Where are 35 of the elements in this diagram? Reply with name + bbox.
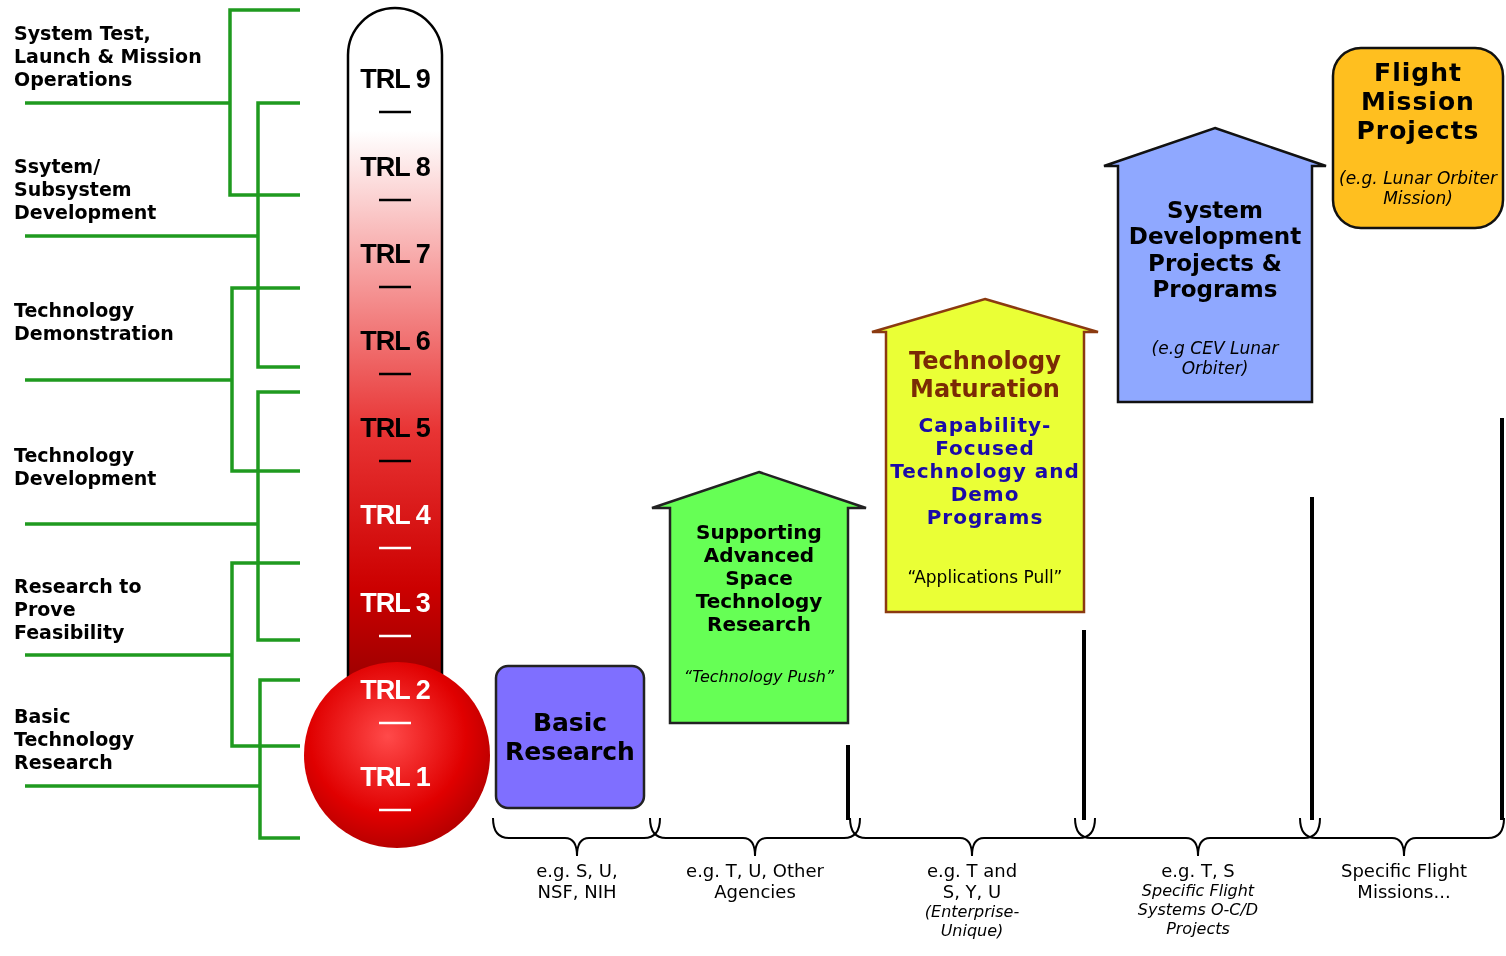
box-subtitle: (e.g. Lunar Orbiter Mission) [1338, 169, 1499, 209]
box-title: Technology Maturation [908, 348, 1062, 404]
box-note: “Applications Pull” [906, 568, 1064, 588]
box-title: Supporting Advanced Space Technology Research [694, 521, 824, 636]
house-arrow-box [1104, 127, 1326, 403]
box-subtitle: “Technology Push” [682, 668, 836, 687]
house-arrow-box [872, 298, 1098, 613]
box-title: Basic Research [504, 709, 636, 767]
level-label: TRL 4 [359, 500, 432, 531]
stage-label: Technology Development [14, 444, 158, 490]
stage-label: Basic Technology Research [14, 705, 136, 774]
level-label: TRL 9 [359, 64, 431, 95]
box-title: System Development Projects & Programs [1127, 197, 1303, 303]
stage-label: Research to Prove Feasibility [14, 575, 143, 644]
level-label: TRL 3 [359, 588, 431, 619]
stage-label: Ssytem/ Subsystem Development [14, 155, 154, 224]
level-label: TRL 5 [359, 413, 431, 444]
level-label: TRL 2 [359, 675, 431, 706]
process-box [495, 665, 645, 809]
level-label: TRL 7 [359, 239, 431, 270]
example-label: e.g. T, S Specific Flight Systems O-C/D Projects [1136, 860, 1260, 938]
box-subtitle: (e.g CEV Lunar Orbiter) [1150, 339, 1281, 379]
stage-label: Technology Demonstration [14, 299, 175, 345]
level-label: TRL 6 [359, 326, 431, 357]
box-title: Flight Mission Projects [1355, 59, 1481, 146]
example-label: Specific Flight Missions... [1340, 860, 1468, 902]
stage-label: System Test, Launch & Mission Operations [14, 22, 203, 91]
level-label: TRL 8 [359, 152, 431, 183]
example-label: e.g. T and S, Y, U (Enterprise-Unique) [923, 860, 1021, 940]
house-arrow-box [652, 471, 866, 724]
example-label: e.g. T, U, Other Agencies [685, 860, 825, 902]
example-label: e.g. S, U, NSF, NIH [535, 860, 619, 902]
process-box [1332, 47, 1504, 229]
level-label: TRL 1 [359, 762, 431, 793]
box-subtitle: Capability-Focused Technology and Demo Programs [890, 414, 1080, 529]
